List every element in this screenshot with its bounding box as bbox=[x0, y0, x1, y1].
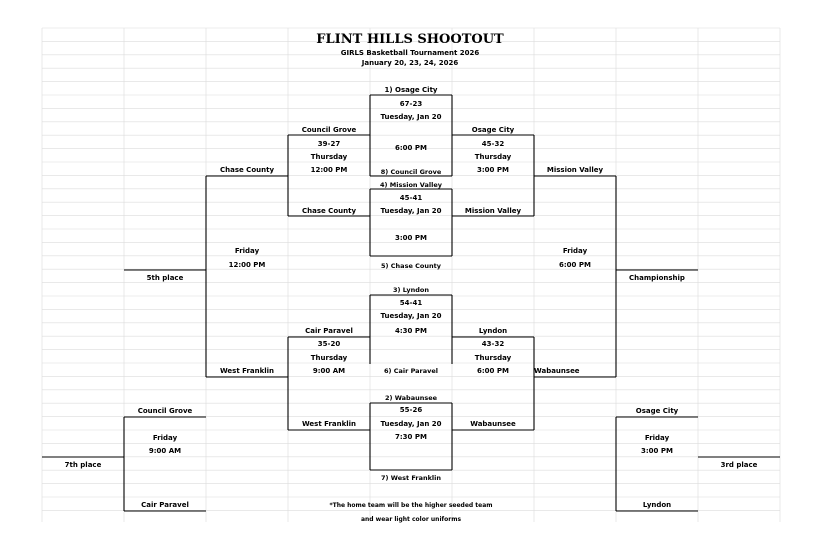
game2-score: 45-41 bbox=[399, 194, 423, 202]
right-bottom-time: 6:00 PM bbox=[477, 367, 509, 375]
fifth-day: Friday bbox=[234, 247, 260, 255]
left-top-day: Thursday bbox=[310, 153, 348, 161]
championship-team-a: Mission Valley bbox=[546, 166, 604, 174]
left-top-score: 39-27 bbox=[317, 140, 341, 148]
footer-note-2: and wear light color uniforms bbox=[360, 516, 462, 523]
game2-time: 3:00 PM bbox=[395, 234, 427, 242]
seventh-team-a: Council Grove bbox=[137, 407, 193, 415]
left-top-time: 12:00 PM bbox=[310, 166, 348, 174]
game2-day: Tuesday, Jan 20 bbox=[380, 207, 442, 215]
game1-day: Tuesday, Jan 20 bbox=[380, 113, 442, 121]
right-top-team-a: Osage City bbox=[471, 126, 515, 134]
seventh-day: Friday bbox=[152, 434, 178, 442]
championship-team-b: Wabaunsee bbox=[534, 367, 580, 375]
left-bottom-time: 9:00 AM bbox=[312, 367, 346, 375]
seventh-team-b: Cair Paravel bbox=[141, 501, 189, 509]
third-day: Friday bbox=[644, 434, 670, 442]
footer-note-1: *The home team will be the higher seeded… bbox=[329, 502, 493, 509]
third-team-a: Osage City bbox=[635, 407, 679, 415]
right-top-score: 45-32 bbox=[481, 140, 505, 148]
right-top-day: Thursday bbox=[474, 153, 512, 161]
game4-seed-bottom: 7) West Franklin bbox=[381, 474, 441, 482]
left-top-team-a: Council Grove bbox=[301, 126, 357, 134]
game1-score: 67-23 bbox=[399, 100, 423, 108]
tournament-dates: January 20, 23, 24, 2026 bbox=[361, 59, 459, 67]
tournament-subtitle: GIRLS Basketball Tournament 2026 bbox=[340, 49, 480, 57]
game2-seed-top: 4) Mission Valley bbox=[380, 181, 442, 189]
fifth-time: 12:00 PM bbox=[228, 261, 266, 269]
right-bottom-team-a: Lyndon bbox=[478, 327, 508, 335]
game2-seed-bottom: 5) Chase County bbox=[381, 262, 441, 270]
game3-score: 54-41 bbox=[399, 299, 423, 307]
game4-day: Tuesday, Jan 20 bbox=[380, 420, 442, 428]
third-time: 3:00 PM bbox=[641, 447, 673, 455]
game1-seed-top: 1) Osage City bbox=[384, 86, 438, 94]
right-bottom-score: 43-32 bbox=[481, 340, 505, 348]
game1-seed-bottom: 8) Council Grove bbox=[380, 168, 442, 176]
game1-time: 6:00 PM bbox=[395, 144, 427, 152]
championship-label: Championship bbox=[629, 274, 685, 282]
right-bottom-team-b: Wabaunsee bbox=[470, 420, 516, 428]
game3-day: Tuesday, Jan 20 bbox=[380, 312, 442, 320]
right-top-time: 3:00 PM bbox=[477, 166, 509, 174]
left-bottom-day: Thursday bbox=[310, 354, 348, 362]
seventh-place-label: 7th place bbox=[64, 461, 102, 469]
game3-seed-bottom: 6) Cair Paravel bbox=[383, 367, 439, 375]
third-place-label: 3rd place bbox=[720, 461, 758, 469]
game4-time: 7:30 PM bbox=[395, 433, 427, 441]
game3-seed-top: 3) Lyndon bbox=[392, 286, 430, 294]
seventh-time: 9:00 AM bbox=[148, 447, 182, 455]
right-bottom-day: Thursday bbox=[474, 354, 512, 362]
tournament-title: FLINT HILLS SHOOTOUT bbox=[316, 32, 504, 47]
fifth-team-b: West Franklin bbox=[219, 367, 275, 375]
game3-time: 4:30 PM bbox=[395, 327, 427, 335]
third-team-b: Lyndon bbox=[642, 501, 672, 509]
game4-score: 55-26 bbox=[399, 406, 423, 414]
right-top-team-b: Mission Valley bbox=[464, 207, 522, 215]
left-top-team-b: Chase County bbox=[301, 207, 357, 215]
game4-seed-top: 2) Wabaunsee bbox=[384, 394, 438, 402]
championship-time: 6:00 PM bbox=[559, 261, 591, 269]
championship-day: Friday bbox=[562, 247, 588, 255]
left-bottom-team-a: Cair Paravel bbox=[305, 327, 353, 335]
fifth-team-a: Chase County bbox=[219, 166, 275, 174]
left-bottom-team-b: West Franklin bbox=[301, 420, 357, 428]
fifth-place-label: 5th place bbox=[146, 274, 184, 282]
left-bottom-score: 35-20 bbox=[317, 340, 341, 348]
